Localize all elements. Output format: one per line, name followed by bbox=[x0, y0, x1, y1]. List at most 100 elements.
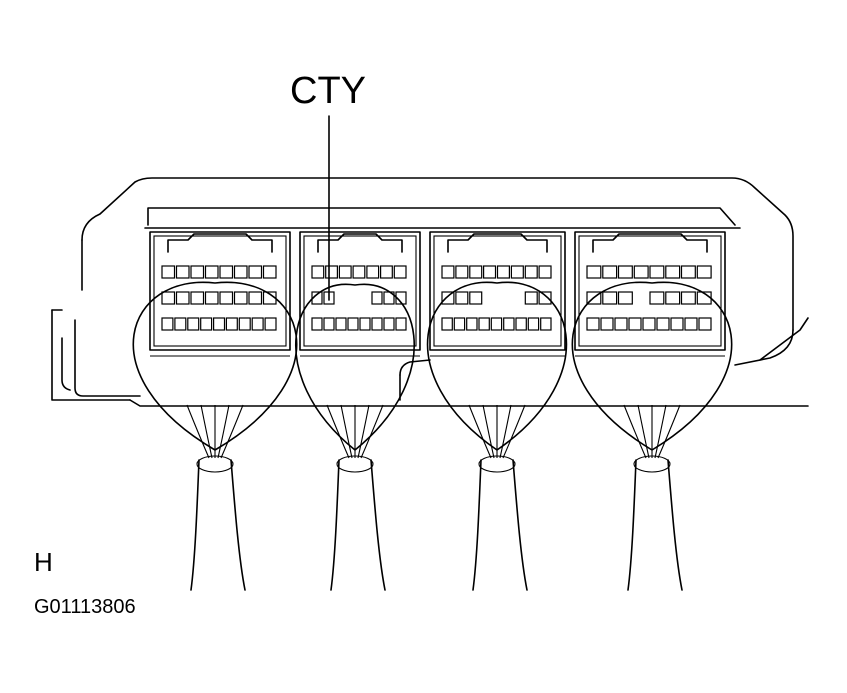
harness-wire bbox=[482, 404, 495, 459]
harness-loop bbox=[295, 283, 415, 451]
connector-pin bbox=[311, 317, 323, 331]
harness-wire bbox=[357, 404, 370, 459]
figure-code: G01113806 bbox=[34, 596, 136, 618]
connector-latch bbox=[592, 233, 708, 253]
harness-wire bbox=[654, 404, 667, 459]
connector-pin bbox=[441, 317, 453, 331]
connector-pin bbox=[200, 317, 213, 331]
connector-pin bbox=[311, 265, 325, 279]
harness-wire bbox=[468, 404, 492, 459]
connector-pin bbox=[225, 317, 238, 331]
connector-pin bbox=[656, 317, 670, 331]
connector-pin bbox=[469, 291, 483, 305]
connector-pin bbox=[251, 317, 264, 331]
connector-pin bbox=[490, 317, 503, 331]
connector-pin bbox=[698, 317, 712, 331]
connector-pin bbox=[335, 317, 347, 331]
connector-pin bbox=[264, 317, 277, 331]
ecu-housing bbox=[51, 177, 809, 407]
connector-pin bbox=[586, 317, 600, 331]
connector-pin bbox=[515, 317, 527, 331]
connector-outline bbox=[149, 231, 291, 351]
connector-pin bbox=[602, 265, 618, 279]
connector-pin bbox=[371, 291, 383, 305]
connector-inner-outline bbox=[303, 235, 417, 347]
harness-cable-right bbox=[230, 459, 246, 591]
connector-pin bbox=[524, 291, 538, 305]
connector-pin bbox=[441, 291, 455, 305]
connector-pin bbox=[366, 265, 380, 279]
wire-harness-2 bbox=[295, 283, 415, 591]
harness-wire bbox=[360, 404, 384, 459]
connector-pin bbox=[187, 317, 200, 331]
connector-pin bbox=[325, 265, 339, 279]
connector-block-4 bbox=[574, 231, 726, 357]
wire-harness-1 bbox=[132, 281, 298, 591]
harness-sleeve bbox=[336, 455, 374, 473]
connector-pin bbox=[496, 265, 510, 279]
connector-pin bbox=[455, 291, 469, 305]
harness-sleeve bbox=[633, 455, 671, 473]
harness-wire bbox=[499, 404, 512, 459]
connector-pin bbox=[478, 317, 490, 331]
connector-pin bbox=[665, 265, 681, 279]
harness-wire bbox=[186, 404, 210, 459]
harness-cable-left bbox=[627, 459, 637, 591]
connector-pin bbox=[453, 317, 466, 331]
harness-wire bbox=[623, 404, 647, 459]
connector-blocks bbox=[149, 231, 726, 357]
connector-pin bbox=[586, 265, 602, 279]
harness-loop bbox=[571, 281, 733, 451]
wire-harnesses bbox=[132, 281, 733, 591]
harness-wire bbox=[340, 404, 353, 459]
connector-pin bbox=[190, 265, 205, 279]
connector-block-3 bbox=[429, 231, 566, 357]
connector-pin bbox=[469, 265, 483, 279]
harness-cable-left bbox=[190, 459, 200, 591]
connector-pin bbox=[359, 317, 371, 331]
connector-pin bbox=[338, 265, 352, 279]
connector-pin bbox=[219, 265, 234, 279]
connector-pin bbox=[323, 317, 335, 331]
connector-pin bbox=[600, 317, 614, 331]
connector-inner-outline bbox=[433, 235, 562, 347]
connector-pin bbox=[395, 317, 407, 331]
connector-pin bbox=[642, 317, 656, 331]
connector-pin bbox=[248, 291, 263, 305]
harness-sleeve bbox=[196, 455, 234, 473]
harness-loop bbox=[132, 281, 298, 451]
connector-latch bbox=[167, 233, 273, 253]
connector-pin bbox=[503, 317, 515, 331]
harness-loop bbox=[426, 281, 568, 451]
connector-pin bbox=[204, 265, 219, 279]
connector-pin bbox=[524, 265, 538, 279]
harness-wire bbox=[637, 404, 650, 459]
connector-outline bbox=[429, 231, 566, 351]
connector-pin bbox=[538, 291, 552, 305]
connector-pin bbox=[466, 317, 478, 331]
connector-pin bbox=[238, 317, 251, 331]
connector-block-1 bbox=[149, 231, 291, 357]
connector-pin bbox=[617, 265, 633, 279]
harness-cable-right bbox=[667, 459, 683, 591]
connector-pin bbox=[393, 265, 407, 279]
connector-pin bbox=[190, 291, 205, 305]
connector-pin bbox=[219, 291, 234, 305]
harness-wire bbox=[326, 404, 350, 459]
connector-latch bbox=[317, 233, 403, 253]
connector-pin bbox=[161, 317, 174, 331]
harness-cable-left bbox=[472, 459, 482, 591]
connector-pin bbox=[383, 317, 395, 331]
connector-pin bbox=[614, 317, 628, 331]
connector-pin bbox=[441, 265, 455, 279]
connector-pin bbox=[538, 265, 552, 279]
connector-pin bbox=[174, 317, 187, 331]
connector-pin bbox=[455, 265, 469, 279]
connector-pin bbox=[380, 265, 393, 279]
connector-pin bbox=[262, 265, 277, 279]
connector-pin bbox=[527, 317, 540, 331]
connector-pin bbox=[233, 265, 248, 279]
connector-pin bbox=[204, 291, 219, 305]
connector-pin bbox=[483, 265, 497, 279]
harness-sleeve bbox=[478, 455, 516, 473]
